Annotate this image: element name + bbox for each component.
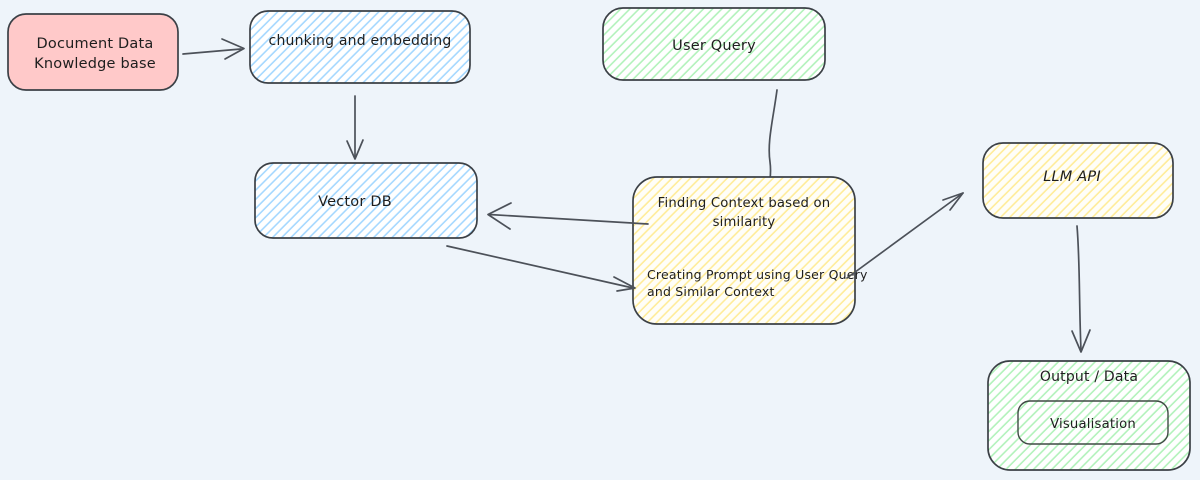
visualisation-box[interactable] — [1017, 400, 1169, 445]
visualisation-label: Visualisation — [1050, 417, 1136, 432]
edge-chunking-to-vectordb[interactable] — [346, 95, 364, 160]
llm-api-box[interactable] — [982, 142, 1174, 219]
edge-knowledgebase-to-chunking[interactable] — [182, 38, 245, 60]
vector-db-box[interactable] — [254, 162, 478, 239]
creating-prompt-label-line1: Creating Prompt using User Query — [647, 267, 868, 282]
node-llm-api[interactable]: LLM API — [982, 142, 1174, 219]
chunking-box[interactable] — [249, 10, 471, 84]
node-knowledge-base[interactable]: Document Data Knowledge base — [7, 13, 179, 91]
creating-prompt-label-line2: and Similar Context — [647, 284, 775, 299]
edge-vectordb-to-context[interactable] — [446, 245, 636, 292]
node-user-query[interactable]: User Query — [602, 7, 826, 81]
knowledge-base-box[interactable] — [7, 13, 179, 91]
node-output[interactable]: Output / Data Visualisation — [987, 360, 1191, 471]
node-chunking[interactable]: chunking and embedding — [249, 10, 471, 84]
knowledge-base-label-line2: Knowledge base — [34, 56, 156, 72]
chunking-label: chunking and embedding — [269, 33, 452, 49]
user-query-box[interactable] — [602, 7, 826, 81]
node-vector-db[interactable]: Vector DB — [254, 162, 478, 239]
edge-context-to-vectordb[interactable] — [487, 202, 649, 230]
node-context-prompt[interactable]: Finding Context based on similarity Crea… — [632, 176, 868, 325]
vector-db-label: Vector DB — [318, 194, 392, 210]
finding-context-label-line1: Finding Context based on — [658, 196, 831, 211]
edge-llmapi-to-output[interactable] — [1071, 225, 1091, 353]
knowledge-base-label-line1: Document Data — [37, 36, 154, 52]
output-title: Output / Data — [1040, 369, 1138, 385]
context-prompt-box[interactable] — [632, 176, 856, 325]
finding-context-label-line2: similarity — [713, 215, 776, 230]
edge-context-to-llmapi[interactable] — [846, 192, 964, 279]
user-query-label: User Query — [672, 38, 756, 54]
llm-api-label: LLM API — [1043, 169, 1101, 185]
